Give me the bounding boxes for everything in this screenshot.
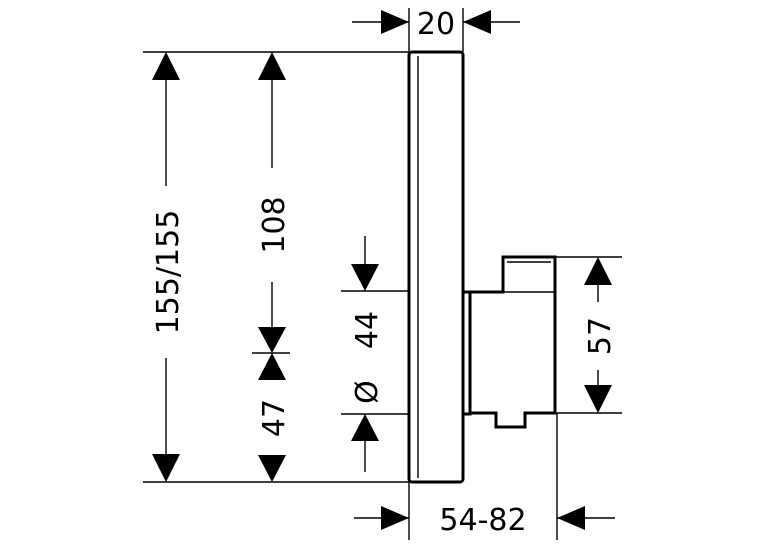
label-upper-height: 108 — [257, 196, 292, 253]
dimension-upper-height: 108 — [257, 52, 292, 353]
label-diameter-value: 44 — [350, 311, 385, 349]
faceplate — [407, 50, 465, 484]
label-lower-height: 47 — [257, 399, 292, 437]
label-total-height: 155/155 — [151, 210, 186, 335]
label-body-height: 57 — [583, 317, 618, 355]
thermostat-body — [463, 255, 557, 429]
dimension-depth-range: 54-82 — [354, 503, 615, 538]
dimension-lower-height: 47 — [257, 353, 292, 482]
dimension-body-height: 57 — [583, 257, 618, 413]
dimension-width-top: 20 — [352, 7, 520, 42]
label-diameter-symbol: Ø — [350, 380, 385, 404]
extension-lines — [143, 8, 622, 540]
label-depth-range: 54-82 — [439, 503, 526, 538]
label-width-top: 20 — [417, 7, 455, 42]
dimension-total-height: 155/155 — [151, 52, 186, 482]
dimension-diameter: 44 Ø — [350, 236, 385, 472]
